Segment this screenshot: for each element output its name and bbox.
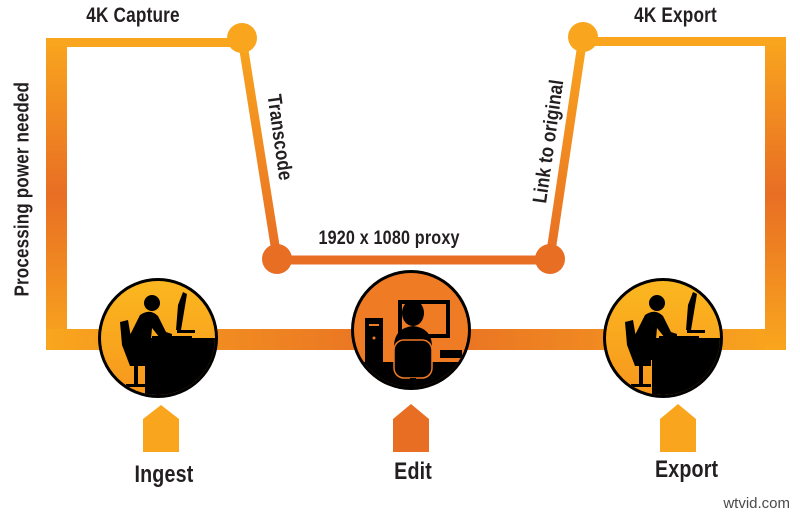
export-node (568, 22, 598, 52)
watermark: wtvid.com (723, 495, 790, 512)
transcode-path (237, 37, 282, 259)
link-start-node (535, 244, 565, 274)
proxy-label: 1920 x 1080 proxy (318, 228, 460, 249)
transcode-end-node (262, 244, 292, 274)
ingest-person-at-desk-icon (98, 278, 218, 398)
export-person-at-desk-icon (603, 278, 723, 398)
ingest-arrow-icon (143, 405, 179, 452)
edit-person-at-workstation-icon (351, 270, 471, 390)
stage-label-edit: Edit (394, 458, 432, 485)
stage-label-export: Export (654, 456, 719, 483)
capture-label: 4K Capture (86, 4, 180, 27)
export-top-label: 4K Export (634, 4, 717, 27)
export-arrow-icon (660, 404, 696, 452)
processing-power-axis-label: Processing power needed (11, 81, 34, 297)
link-path (545, 36, 588, 259)
edit-arrow-icon (393, 404, 429, 452)
capture-node (227, 23, 257, 53)
stage-label-ingest: Ingest (134, 461, 194, 488)
